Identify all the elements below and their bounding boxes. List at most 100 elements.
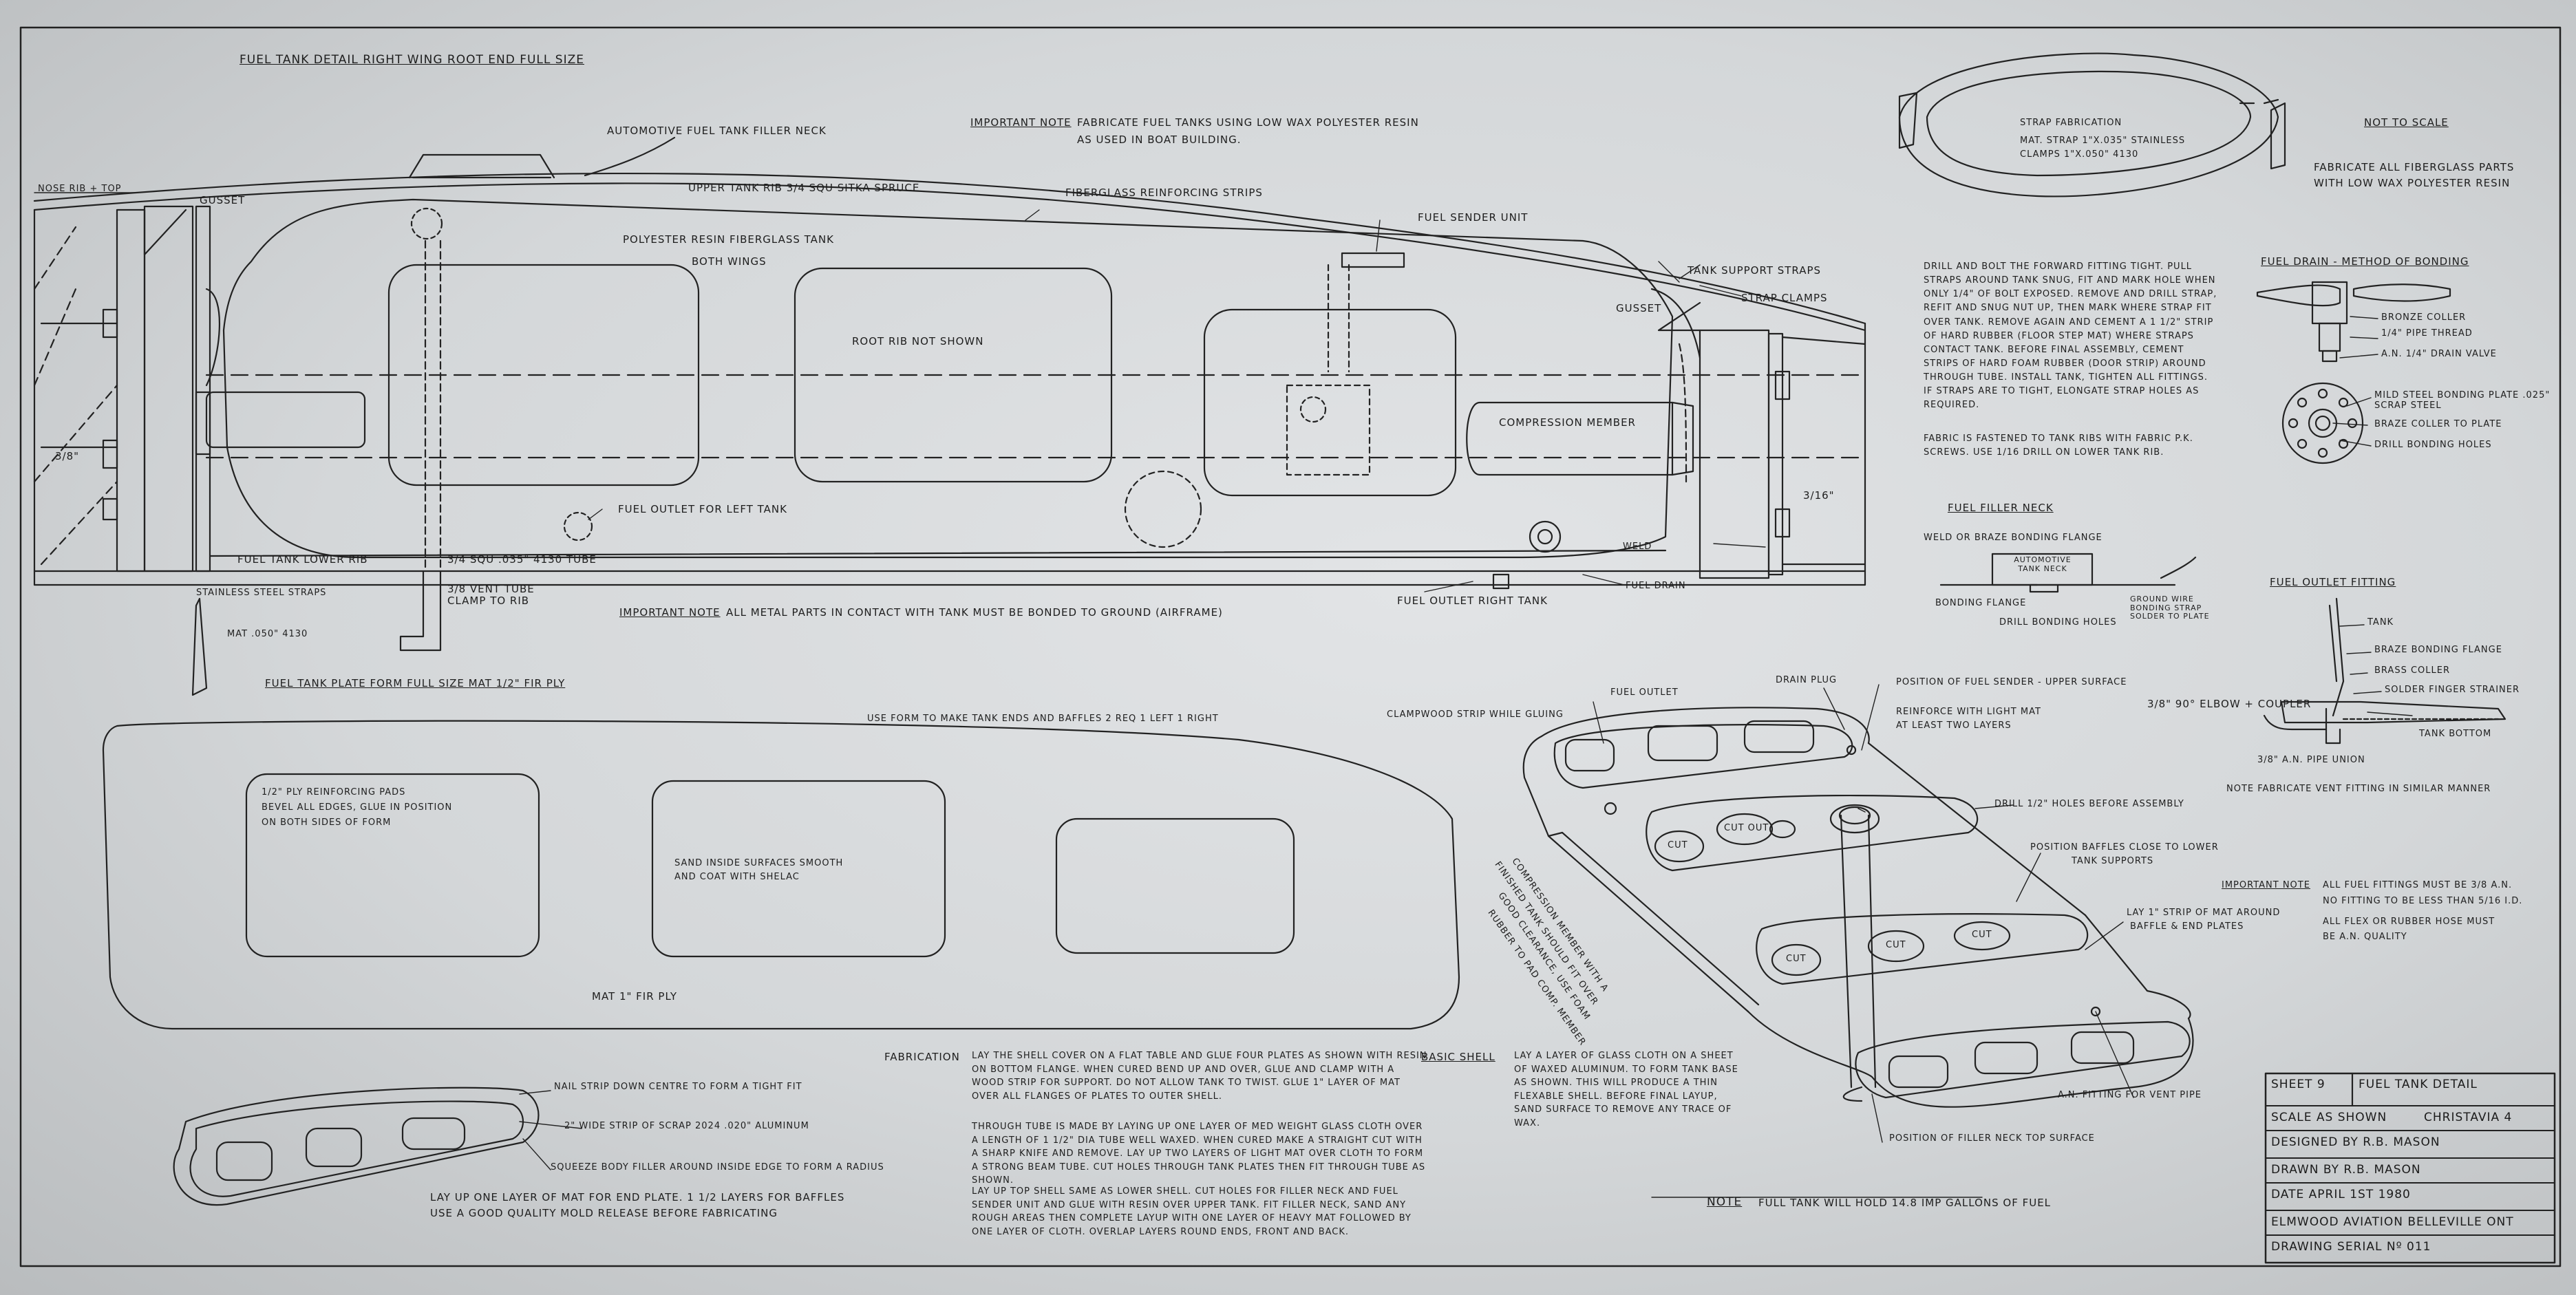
label-upper-rib: UPPER TANK RIB 3/4 SQU SITKA SPRUCE — [688, 182, 920, 194]
plate-form-pads2: BEVEL ALL EDGES, GLUE IN POSITION — [262, 802, 453, 813]
title-block-row-serial: DRAWING SERIAL Nº 011 — [2266, 1234, 2555, 1258]
label-polyester-tank: POLYESTER RESIN FIBERGLASS TANK — [623, 233, 834, 246]
important-note-3-line3: ALL FLEX OR RUBBER HOSE MUST — [2323, 917, 2495, 927]
fuel-drain-valve: A.N. 1/4" DRAIN VALVE — [2381, 349, 2497, 359]
important-note-3-line4: BE A.N. QUALITY — [2323, 932, 2407, 942]
basic-shell-label: BASIC SHELL — [1421, 1051, 1495, 1063]
sheet-border — [19, 26, 2562, 1267]
wing-root-view — [33, 153, 1866, 696]
iso-outlet: FUEL OUTLET — [1610, 687, 1679, 698]
iso-clampwood: CLAMPWOOD STRIP WHILE GLUING — [1387, 709, 1564, 720]
iso-sender-pos: POSITION OF FUEL SENDER - UPPER SURFACE — [1896, 677, 2127, 687]
outlet-fitting-title: FUEL OUTLET FITTING — [2270, 576, 2396, 588]
label-outlet-left: FUEL OUTLET FOR LEFT TANK — [618, 503, 787, 515]
fuel-drain-detail — [2256, 281, 2451, 464]
plate-form-title: FUEL TANK PLATE FORM FULL SIZE MAT 1/2" … — [265, 677, 566, 689]
fabrication-p1: LAY THE SHELL COVER ON A FLAT TABLE AND … — [972, 1051, 1427, 1102]
label-outlet-right: FUEL OUTLET RIGHT TANK — [1397, 595, 1548, 607]
label-tube: 3/4 SQU .035" 4130 TUBE — [447, 553, 597, 566]
capacity-note-label: NOTE — [1707, 1195, 1743, 1209]
iso-vent: A.N. FITTING FOR VENT PIPE — [2058, 1090, 2202, 1100]
iso-drill: DRILL 1/2" HOLES BEFORE ASSEMBLY — [1994, 799, 2184, 809]
filler-neck-ground: GROUND WIRE BONDING STRAP SOLDER TO PLAT… — [2130, 595, 2210, 621]
title-block-row-company: ELMWOOD AVIATION BELLEVILLE ONT — [2266, 1210, 2555, 1233]
label-both-wings: BOTH WINGS — [692, 255, 767, 268]
outlet-fitting-bottom: TANK BOTTOM — [2419, 729, 2492, 739]
plate-form-pads1: 1/2" PLY REINFORCING PADS — [262, 787, 406, 798]
filler-neck-holes: DRILL BONDING HOLES — [1999, 617, 2117, 628]
drill-paragraph: DRILL AND BOLT THE FORWARD FITTING TIGHT… — [1924, 261, 2217, 411]
end-plate-squeeze: SQUEEZE BODY FILLER AROUND INSIDE EDGE T… — [551, 1162, 884, 1173]
end-plate-layup1: LAY UP ONE LAYER OF MAT FOR END PLATE. 1… — [430, 1191, 845, 1203]
iso-cut-3: CUT — [1886, 940, 1906, 950]
basic-shell-text: LAY A LAYER OF GLASS CLOTH ON A SHEET OF… — [1514, 1051, 1738, 1128]
title-block-frame — [2264, 1072, 2556, 1264]
filler-neck-weld: WELD OR BRAZE BONDING FLANGE — [1924, 533, 2103, 543]
label-root-rib: ROOT RIB NOT SHOWN — [852, 335, 984, 347]
outlet-fitting-solder: SOLDER FINGER STRAINER — [2385, 685, 2520, 695]
iso-cut-out: CUT OUT — [1724, 823, 1769, 833]
fuel-drain-braze: BRAZE COLLER TO PLATE — [2374, 419, 2502, 429]
main-title: FUEL TANK DETAIL RIGHT WING ROOT END FUL… — [239, 53, 584, 67]
outlet-fitting-note: NOTE FABRICATE VENT FITTING IN SIMILAR M… — [2226, 784, 2491, 794]
plate-form-mat: MAT 1" FIR PLY — [592, 990, 677, 1003]
iso-lay2: BAFFLE & END PLATES — [2130, 921, 2244, 932]
important-note-3-label: IMPORTANT NOTE — [2222, 880, 2310, 890]
iso-cut-1: CUT — [1668, 840, 1688, 850]
fuel-drain-holes: DRILL BONDING HOLES — [2374, 440, 2492, 450]
label-stainless-straps: STAINLESS STEEL STRAPS — [196, 588, 327, 598]
label-support-straps: TANK SUPPORT STRAPS — [1688, 264, 1822, 277]
strap-fab-line1: MAT. STRAP 1"x.035" STAINLESS — [2020, 136, 2186, 146]
title-block-row-designed: DESIGNED BY R.B. MASON — [2266, 1130, 2555, 1153]
title-block-title: FUEL TANK DETAIL — [2359, 1078, 2478, 1091]
strap-fab-line2: CLAMPS 1"x.050" 4130 — [2020, 149, 2139, 160]
not-to-scale: NOT TO SCALE — [2364, 116, 2449, 129]
iso-cut-2: CUT — [1786, 954, 1807, 964]
end-plate-nail: NAIL STRIP DOWN CENTRE TO FORM A TIGHT F… — [554, 1082, 802, 1092]
fabrication-p2: THROUGH TUBE IS MADE BY LAYING UP ONE LA… — [972, 1122, 1426, 1186]
important-note-3-line1: ALL FUEL FITTINGS MUST BE 3/8 A.N. — [2323, 880, 2513, 890]
label-vent-tube: 3/8 VENT TUBE CLAMP TO RIB — [447, 583, 535, 608]
iso-cut-4: CUT — [1972, 930, 1992, 940]
fuel-drain-title: FUEL DRAIN - METHOD OF BONDING — [2261, 255, 2469, 268]
plate-form-pads3: ON BOTH SIDES OF FORM — [262, 817, 392, 828]
label-reinforcing-strips: FIBERGLASS REINFORCING STRIPS — [1065, 186, 1263, 199]
title-block-aircraft: CHRISTAVIA 4 — [2424, 1111, 2513, 1124]
important-note-3-line2: NO FITTING TO BE LESS THAN 5/16 I.D. — [2323, 896, 2523, 906]
outlet-fitting-brass: BRASS COLLER — [2374, 665, 2450, 676]
label-lower-rib: FUEL TANK LOWER RIB — [237, 553, 368, 566]
label-sender-unit: FUEL SENDER UNIT — [1418, 211, 1529, 224]
title-block-row-scale: SCALE AS SHOWN CHRISTAVIA 4 — [2266, 1105, 2555, 1128]
fabric-paragraph: FABRIC IS FASTENED TO TANK RIBS WITH FAB… — [1924, 434, 2193, 458]
fabricate-note-line2: WITH LOW WAX POLYESTER RESIN — [2314, 177, 2511, 189]
label-gusset-left: GUSSET — [200, 194, 246, 206]
fabrication-p3: LAY UP TOP SHELL SAME AS LOWER SHELL. CU… — [972, 1186, 1412, 1237]
label-mat-4130: MAT .050" 4130 — [227, 629, 308, 639]
title-block-row-sheet: SHEET 9 FUEL TANK DETAIL — [2266, 1073, 2555, 1095]
important-note-2-label: IMPORTANT NOTE — [619, 606, 721, 619]
important-note-1-text: FABRICATE FUEL TANKS USING LOW WAX POLYE… — [1077, 116, 1419, 129]
important-note-2-text: ALL METAL PARTS IN CONTACT WITH TANK MUS… — [726, 606, 1223, 619]
important-note-1-label: IMPORTANT NOTE — [970, 116, 1072, 129]
plate-form-sand1: SAND INSIDE SURFACES SMOOTH — [674, 858, 844, 868]
iso-baffles1: POSITION BAFFLES CLOSE TO LOWER — [2030, 842, 2219, 853]
filler-neck-auto: AUTOMOTIVE TANK NECK — [2014, 555, 2072, 573]
outlet-fitting-tank: TANK — [2367, 617, 2394, 628]
label-compression-member: COMPRESSION MEMBER — [1499, 416, 1636, 429]
label-weld: WELD — [1623, 542, 1652, 552]
iso-reinforce1: REINFORCE WITH LIGHT MAT — [1896, 707, 2041, 717]
plate-form-use-form: USE FORM TO MAKE TANK ENDS AND BAFFLES 2… — [867, 714, 1219, 724]
strap-fabrication-sketch — [1898, 52, 2286, 197]
end-plate-layup2: USE A GOOD QUALITY MOLD RELEASE BEFORE F… — [430, 1207, 778, 1219]
iso-lay1: LAY 1" STRIP OF MAT AROUND — [2127, 908, 2281, 918]
fuel-filler-neck-detail — [1939, 553, 2197, 593]
outlet-fitting-union: 3/8" A.N. PIPE UNION — [2257, 755, 2365, 765]
iso-reinforce2: AT LEAST TWO LAYERS — [1896, 720, 2012, 731]
filler-neck-flange: BONDING FLANGE — [1935, 598, 2027, 608]
label-strap-clamps: STRAP CLAMPS — [1741, 292, 1828, 304]
plate-form-sand2: AND COAT WITH SHELAC — [674, 872, 800, 882]
outlet-fitting-braze: BRAZE BONDING FLANGE — [2374, 645, 2502, 655]
capacity-note-text: FULL TANK WILL HOLD 14.8 IMP GALLONS OF … — [1758, 1197, 2052, 1209]
important-note-1-text2: AS USED IN BOAT BUILDING. — [1077, 133, 1242, 146]
